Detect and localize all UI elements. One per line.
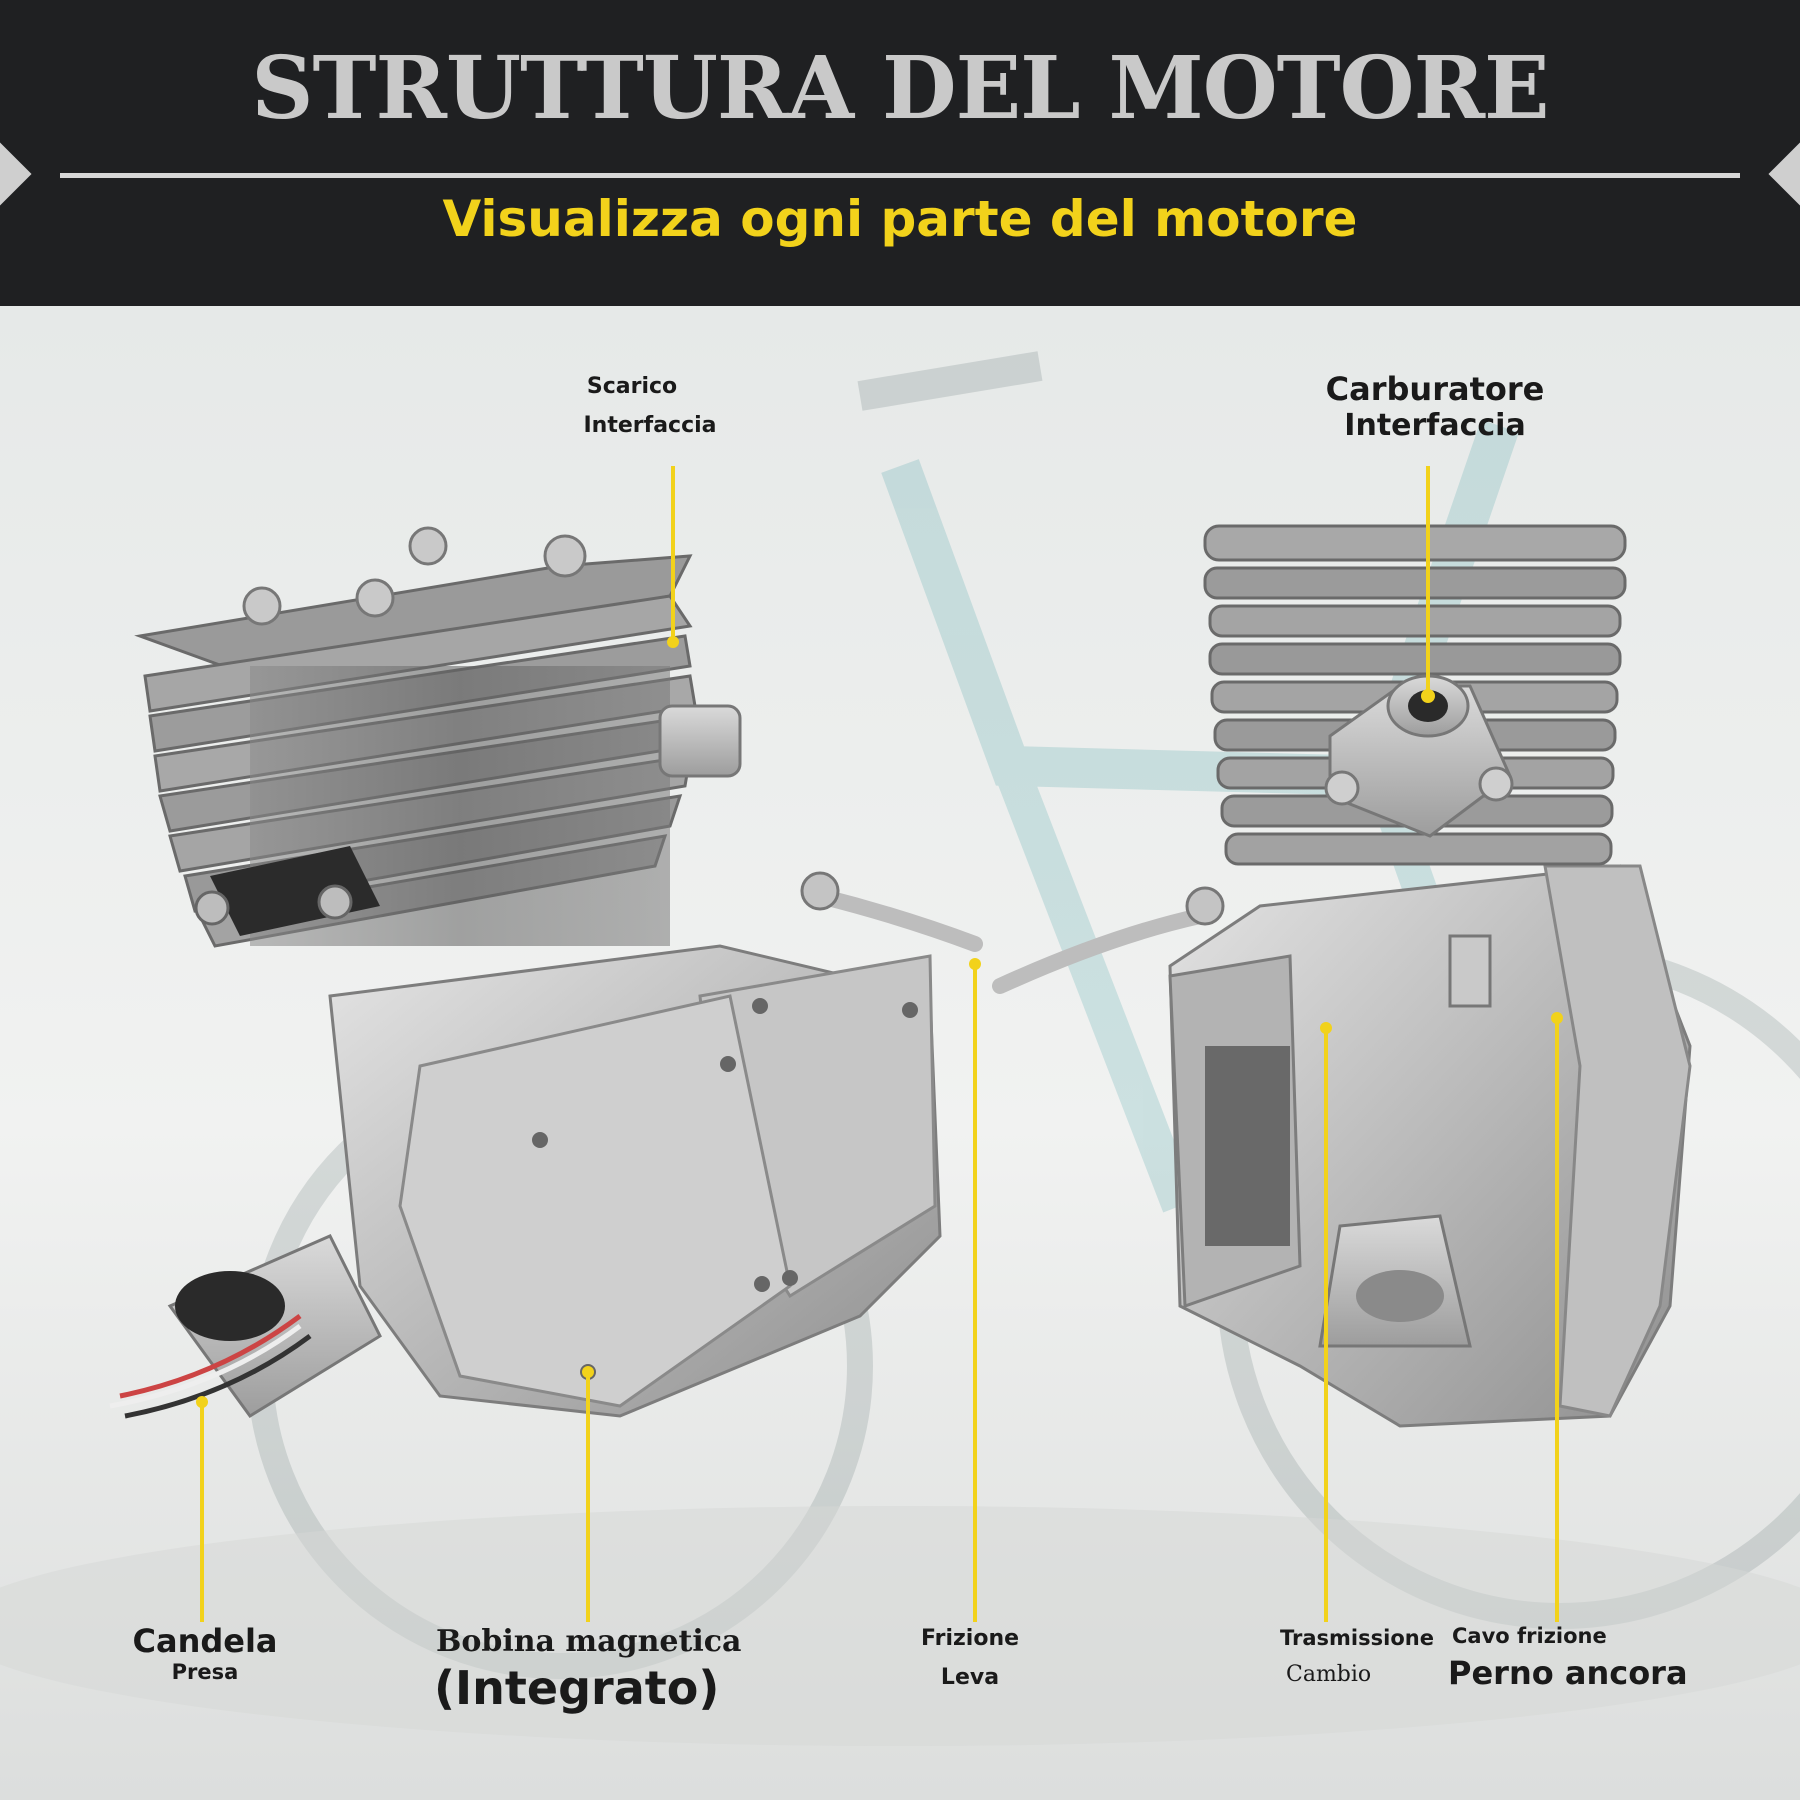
engine-diagram: Scarico Interfaccia Carburatore Interfac…	[0, 306, 1800, 1800]
page-title: STRUTTURA DEL MOTORE	[251, 38, 1549, 139]
left-engine	[109, 526, 983, 1419]
label-candela: Candela Presa	[110, 1622, 300, 1684]
engine-illustration	[0, 306, 1800, 1800]
label-cavo-frizione-line2: Perno ancora	[1448, 1654, 1688, 1692]
label-trasmissione: Trasmissione Cambio	[1280, 1626, 1450, 1687]
left-cylinder-fins	[134, 554, 697, 948]
callout-lines	[200, 466, 1559, 1622]
label-scarico-line2: Interfaccia	[583, 413, 717, 438]
label-cavo-frizione-line1: Cavo frizione	[1452, 1624, 1607, 1648]
label-frizione-leva-line2: Leva	[940, 1665, 1000, 1690]
label-frizione-leva: Frizione Leva	[900, 1626, 1040, 1690]
floor-shadow	[0, 1506, 1800, 1746]
label-candela-line2: Presa	[171, 1660, 239, 1684]
title-divider	[60, 173, 1740, 178]
label-scarico: Scarico Interfaccia	[560, 374, 740, 438]
label-trasmissione-line1: Trasmissione	[1280, 1626, 1434, 1650]
page-subtitle: Visualizza ogni parte del motore	[442, 190, 1358, 248]
label-scarico-line1: Scarico	[586, 374, 678, 399]
label-candela-line1: Candela	[132, 1622, 278, 1660]
callout-dots	[196, 636, 1563, 1408]
label-carburatore-line2: Interfaccia	[1344, 408, 1526, 443]
label-bobina-line1: Bobina magnetica	[436, 1624, 742, 1659]
label-cavo-frizione: Cavo frizione Perno ancora	[1448, 1624, 1698, 1692]
header-banner: STRUTTURA DEL MOTORE Visualizza ogni par…	[0, 0, 1800, 306]
label-frizione-leva-line1: Frizione	[920, 1626, 1020, 1651]
label-carburatore-line1: Carburatore	[1325, 370, 1545, 408]
right-cylinder-fins	[1203, 524, 1627, 866]
label-bobina-line2: (Integrato)	[434, 1661, 720, 1715]
label-bobina: Bobina magnetica (Integrato)	[420, 1624, 770, 1715]
label-carburatore: Carburatore Interfaccia	[1300, 370, 1570, 443]
right-engine	[992, 524, 1692, 1428]
label-trasmissione-line2: Cambio	[1286, 1662, 1372, 1687]
